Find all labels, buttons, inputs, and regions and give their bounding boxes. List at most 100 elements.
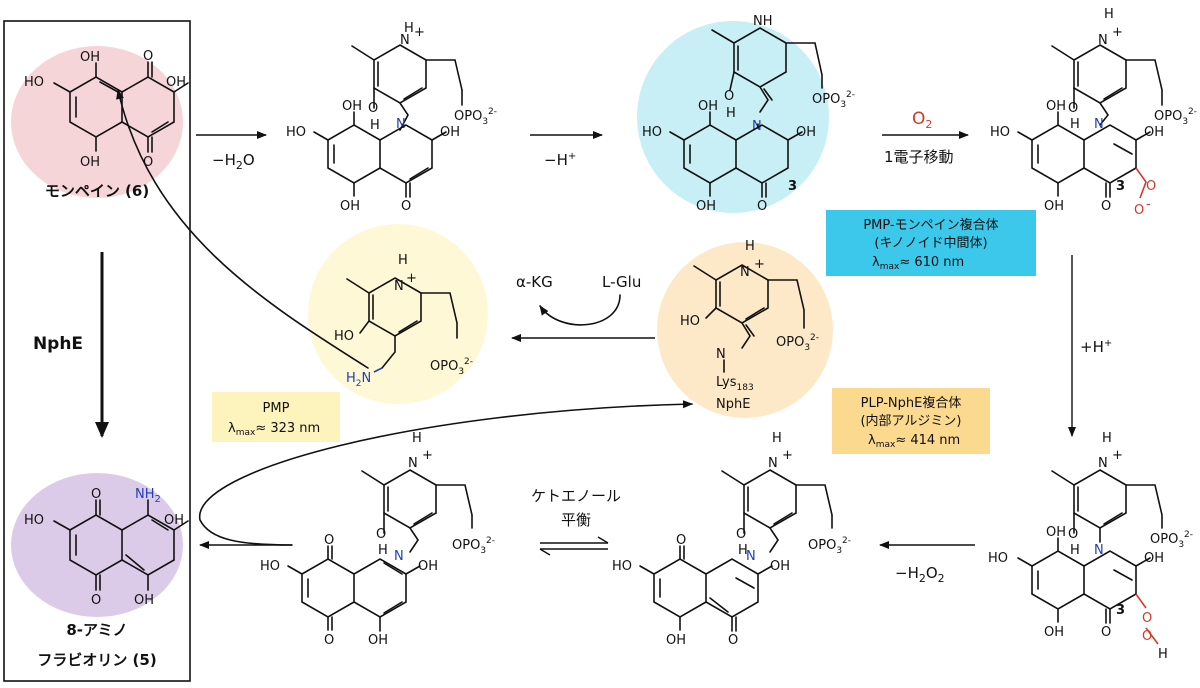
monpain-oh-top: OH	[80, 50, 100, 65]
int6-o: O	[376, 527, 386, 542]
quinonoid-line2: (キノノイド中間体)	[874, 236, 987, 251]
enol-aldimine-structure: H N + O H OPO32- N O HO OH OH O	[612, 431, 851, 648]
int1-n-imine: N	[396, 117, 406, 132]
step-minus-h2o: −H2O	[212, 151, 255, 172]
int3-oh-a: OH	[1046, 99, 1066, 114]
keto-aldimine-structure: H N + O H OPO32- N O HO O OH OH	[260, 431, 495, 648]
int6-n-imine: N	[394, 549, 404, 564]
product-ho: HO	[24, 513, 44, 528]
int6-o-a: O	[324, 533, 334, 548]
int1-plus: +	[414, 25, 425, 40]
int6-plus: +	[422, 448, 433, 463]
quin-oh-a: OH	[698, 99, 718, 114]
quin-nh: NH	[753, 14, 773, 29]
int1-o-e: O	[401, 199, 411, 214]
monpain-oh-bottom: OH	[80, 155, 100, 170]
int6-oh-d: OH	[418, 559, 438, 574]
product-label-line1: 8-アミノ	[66, 621, 127, 639]
plp-box-lambda: λmax≈ 414 nm	[868, 433, 960, 450]
int5-n: N	[768, 456, 778, 471]
plp-n: N	[740, 265, 750, 280]
int3-n: N	[1098, 33, 1108, 48]
peroxy-radical-structure: H N + O H OPO32- N OH HO OH OH O 3 O O -	[990, 7, 1197, 218]
int5-opo3: OPO32-	[808, 536, 851, 556]
int4-plus: +	[1112, 448, 1123, 463]
enzyme-frame	[3, 20, 191, 682]
int4-n-imine: N	[1094, 543, 1104, 558]
label-lglu: L-Glu	[602, 273, 641, 291]
pmp-box-lambda: λmax≈ 323 nm	[228, 421, 320, 438]
monpain-structure: OH O O HO OH OH	[24, 49, 189, 170]
int5-oh-c: OH	[666, 633, 686, 648]
int6-oh-e: OH	[368, 633, 388, 648]
int3-o-minus: -	[1146, 197, 1151, 212]
pmp-h2n: H2N	[346, 371, 371, 389]
int3-opo3: OPO32-	[1154, 107, 1197, 127]
quin-opo3: OPO32-	[812, 90, 855, 110]
int4-oh-c: OH	[1044, 625, 1064, 640]
plp-plus: +	[754, 257, 765, 272]
label-akg: α-KG	[516, 273, 553, 291]
int4-opo3: OPO32-	[1150, 530, 1193, 550]
int1-oh-c: OH	[340, 199, 360, 214]
plp-nphe: NphE	[716, 397, 750, 412]
plp-opo3: OPO32-	[776, 333, 819, 353]
product-nh2: NH2	[135, 487, 161, 505]
int3-o-e: O	[1101, 199, 1111, 214]
quin-o: O	[724, 89, 734, 104]
quinonoid-box	[826, 210, 1036, 276]
int5-h: H	[772, 431, 782, 446]
int3-plus: +	[1112, 25, 1123, 40]
int4-h2: H	[1070, 543, 1080, 558]
monpain-oh-right: OH	[166, 75, 186, 90]
int1-oh-d: OH	[440, 125, 460, 140]
int4-oh-a: OH	[1046, 525, 1066, 540]
pmp-box	[212, 392, 340, 442]
int3-oh-d: OH	[1144, 125, 1164, 140]
pmp-n: N	[394, 279, 404, 294]
int4-oh-d: OH	[1144, 551, 1164, 566]
step-o2: O2	[912, 109, 932, 131]
int5-ho-b: HO	[612, 559, 632, 574]
plp-box-line1: PLP-NphE複合体	[861, 395, 962, 411]
quinonoid-lambda: λmax≈ 610 nm	[872, 255, 964, 272]
quin-oh-c: OH	[696, 199, 716, 214]
product-oh-right: OH	[164, 513, 184, 528]
quin-ho-b: HO	[642, 125, 662, 140]
plp-box-line2: (内部アルジミン)	[860, 413, 961, 429]
plp-lys: Lys183	[716, 375, 754, 393]
int6-n: N	[408, 456, 418, 471]
monpain-o-bottom: O	[143, 155, 153, 170]
int3-o-anion: O	[1134, 203, 1144, 218]
quin-oh-d: OH	[796, 125, 816, 140]
int3-n-imine: N	[1094, 117, 1104, 132]
int4-o-peroxy2: O	[1142, 629, 1152, 644]
product-oh-bottom: OH	[134, 593, 154, 608]
int1-o: O	[368, 101, 378, 116]
int5-o-e: O	[728, 633, 738, 648]
int4-o-e: O	[1101, 625, 1111, 640]
int5-oh-d: OH	[770, 559, 790, 574]
quinonoid-highlight	[637, 21, 829, 213]
int6-ho-b: HO	[260, 559, 280, 574]
int6-h2: H	[378, 543, 388, 558]
int3-h2: H	[1070, 117, 1080, 132]
int6-o-c: O	[324, 633, 334, 648]
plp-ho: HO	[680, 314, 700, 329]
plp-nphe-structure: H N + HO OPO32- N Lys183 NphE	[680, 239, 819, 412]
monpain-ho-left: HO	[24, 75, 44, 90]
quin-o-e: O	[757, 199, 767, 214]
plp-highlight	[657, 242, 833, 418]
quinonoid-line1: PMP-モンペイン複合体	[863, 217, 998, 233]
quinonoid-structure: NH O H OPO32- N OH HO OH OH O 3	[642, 14, 855, 214]
pmp-highlight	[308, 224, 488, 404]
pmp-opo3: OPO32-	[430, 357, 473, 377]
int5-h2: H	[738, 543, 748, 558]
enzyme-label: NphE	[33, 334, 83, 354]
monpain-label: モンペイン (6)	[45, 182, 149, 200]
pmp-ho: HO	[334, 329, 354, 344]
int5-o-a: O	[676, 533, 686, 548]
int3-o: O	[1068, 101, 1078, 116]
product-label-line2: フラビオリン (5)	[37, 651, 156, 669]
